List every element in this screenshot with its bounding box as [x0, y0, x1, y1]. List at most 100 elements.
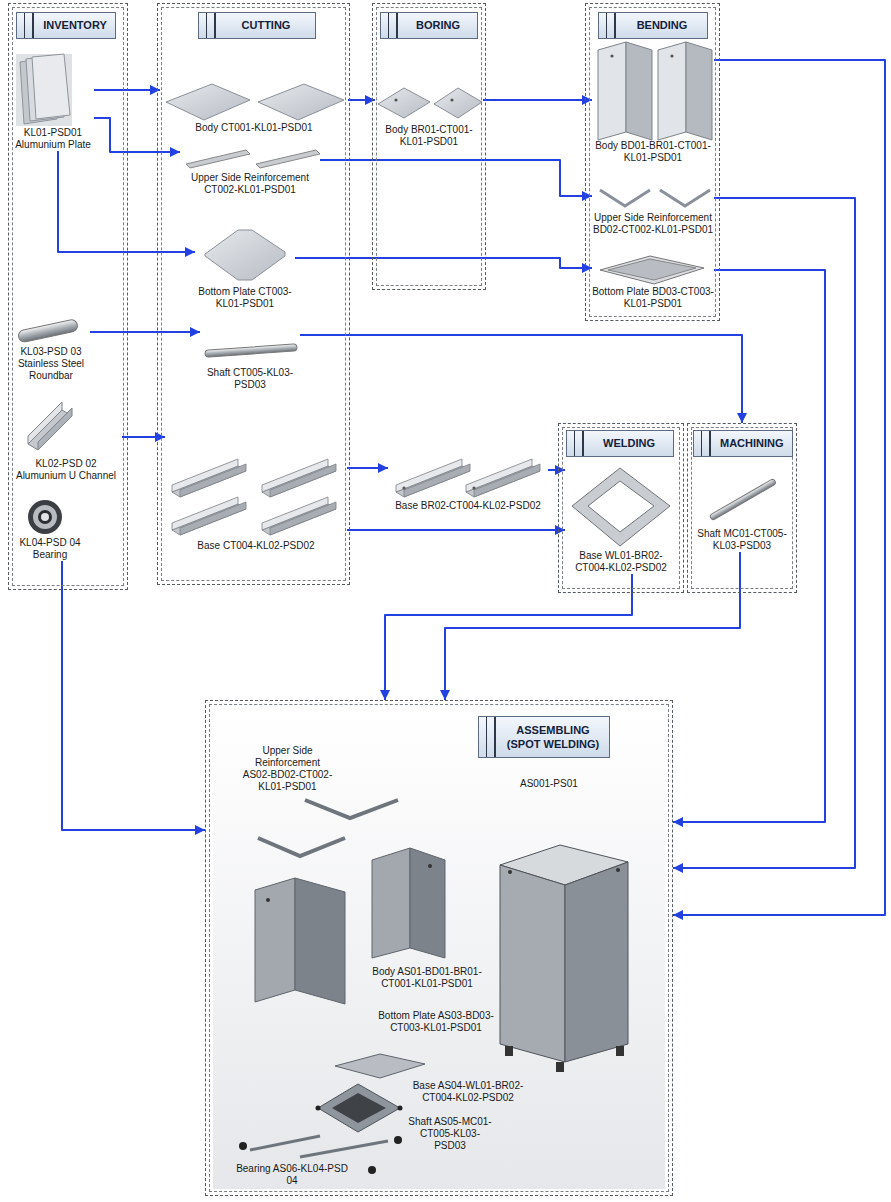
- bent-reinforcement-shape: [660, 190, 710, 206]
- bent-body-shape: [598, 42, 626, 140]
- bent-reinforcement-shape: [600, 190, 650, 206]
- part-item: Shaft CT005-KL03-PSD03: [200, 325, 300, 391]
- part-item: Body CT001-KL01-PSD01: [160, 80, 348, 134]
- part-code: Bottom Plate BD03-CT003-KL01-PSD01: [592, 286, 714, 310]
- exploded-assembly-shape: [428, 864, 432, 868]
- flow-arrow: [94, 89, 160, 91]
- assembled-cabinet-shape: [556, 1062, 564, 1072]
- flow-arrow: [320, 160, 592, 196]
- bearing-photo-shape: [33, 505, 57, 529]
- bearing-photo-shape: [28, 500, 62, 534]
- process-stage: BORINGBody BR01-CT001-KL01-PSD01: [372, 3, 486, 290]
- bent-body-shape: [610, 54, 613, 57]
- part-code: Shaft MC01-CT005-KL03-PSD03: [694, 528, 790, 552]
- round-bar-shape: [17, 319, 78, 343]
- exploded-assembly-shape: [332, 1093, 386, 1123]
- bent-body-shape: [658, 42, 686, 140]
- part-code: KL02-PSD 02 Alumunium U Channel: [10, 458, 122, 482]
- assembled-cabinet-shape: [508, 870, 512, 874]
- part-code: Upper Side Reinforcement CT002-KL01-PSD0…: [180, 172, 320, 196]
- aluminium-plate-stack-shape: [16, 54, 72, 126]
- part-code: Body BD01-BR01-CT001-KL01-PSD01: [592, 140, 714, 164]
- assembled-cabinet-shape: [505, 1046, 513, 1056]
- exploded-assembly-shape: [318, 1084, 400, 1132]
- flow-arrow: [483, 99, 592, 101]
- bearing-photo-shape: [38, 510, 52, 524]
- part-code: KL01-PSD01 Alumunium Plate: [12, 127, 94, 151]
- flow-arrow: [62, 561, 205, 830]
- exploded-assembly-shape: [305, 800, 398, 818]
- bearing-photo: [28, 500, 62, 534]
- body-blank: [166, 84, 344, 120]
- process-stage: INVENTORYKL01-PSD01 Alumunium PlateKL03-…: [8, 3, 128, 590]
- exploded-assembly-shape: [316, 1106, 321, 1111]
- bored-body-shape: [434, 88, 482, 118]
- part-item: Bearing AS06-KL04-PSD 04: [232, 1163, 352, 1187]
- bottom-plate-blank: [205, 230, 285, 280]
- part-item: Bottom Plate AS03-BD03-CT003-KL01-PSD01: [372, 1010, 500, 1034]
- part-code: Body AS01-BD01-BR01-CT001-KL01-PSD01: [368, 966, 486, 990]
- flow-arrow: [122, 436, 165, 438]
- exploded-assembly-shape: [398, 1106, 403, 1111]
- part-code: Upper Side Reinforcement BD02-CT002-KL01…: [592, 212, 714, 236]
- reinforcement-blank: [186, 150, 320, 168]
- machined-shaft-shape: [709, 478, 776, 520]
- assembled-cabinet: [500, 845, 628, 1072]
- part-item: Shaft MC01-CT005-KL03-PSD03: [694, 470, 790, 552]
- assembly-ground: [213, 708, 665, 1189]
- bored-base-shape: [472, 486, 475, 489]
- part-item: Body AS01-BD01-BR01-CT001-KL01-PSD01: [368, 966, 486, 990]
- part-code: Body BR01-CT001-KL01-PSD01: [375, 124, 483, 148]
- part-code: Base CT004-KL02-PSD02: [165, 540, 347, 552]
- flow-arrow: [673, 60, 885, 915]
- assembled-cabinet-shape: [565, 862, 628, 1062]
- bored-base: [396, 459, 540, 497]
- part-item: Bottom Plate BD03-CT003-KL01-PSD01: [592, 252, 714, 310]
- bearing-photo-shape: [41, 513, 49, 521]
- machined-shaft: [709, 478, 776, 520]
- part-item: KL03-PSD 03 Stainless Steel Roundbar: [12, 316, 90, 382]
- part-code: Bottom Plate CT003-KL01-PSD01: [195, 286, 295, 310]
- part-code: Base BR02-CT004-KL02-PSD02: [388, 500, 548, 512]
- stage-header: MACHINING: [693, 430, 793, 457]
- bent-bottom-plate: [600, 256, 704, 284]
- u-channel-stock: [28, 402, 72, 450]
- bottom-plate-blank-shape: [205, 230, 285, 280]
- bored-base-shape: [466, 459, 540, 497]
- reinforcement-blank-shape: [186, 150, 250, 168]
- flow-arrow: [348, 99, 375, 101]
- part-item: Upper Side Reinforcement CT002-KL01-PSD0…: [180, 146, 320, 196]
- part-item: Upper Side Reinforcement AS02-BD02-CT002…: [240, 745, 335, 793]
- part-item: KL02-PSD 02 Alumunium U Channel: [10, 400, 122, 482]
- exploded-assembly-shape: [300, 1141, 388, 1157]
- part-code: Body CT001-KL01-PSD01: [160, 122, 348, 134]
- flow-arrow: [673, 198, 855, 868]
- aluminium-plate-stack: [16, 54, 72, 126]
- process-code: AS001-PS01: [520, 778, 578, 790]
- bent-body-shape: [686, 42, 712, 140]
- exploded-assembly-shape: [295, 878, 345, 1004]
- part-item: Base CT004-KL02-PSD02: [165, 430, 347, 552]
- stage-header: CUTTING: [198, 12, 316, 39]
- part-code: KL03-PSD 03 Stainless Steel Roundbar: [12, 346, 90, 382]
- base-channels-shape: [172, 497, 246, 535]
- stage-header: ASSEMBLING (SPOT WELDING): [478, 716, 610, 758]
- base-channels-shape: [262, 497, 336, 535]
- exploded-assembly-shape: [239, 1142, 247, 1150]
- flow-arrow: [300, 335, 742, 423]
- part-item: KL01-PSD01 Alumunium Plate: [12, 54, 94, 151]
- part-code: Base WL01-BR02-CT004-KL02-PSD02: [565, 550, 677, 574]
- flow-arrow: [295, 258, 592, 268]
- part-item: Base WL01-BR02-CT004-KL02-PSD02: [565, 462, 677, 574]
- part-code: Bearing AS06-KL04-PSD 04: [232, 1163, 352, 1187]
- shaft-blank-shape: [205, 344, 297, 357]
- base-channels: [172, 459, 336, 535]
- welded-base: [572, 468, 670, 546]
- flow-arrow: [94, 118, 180, 152]
- bored-body-shape: [450, 98, 453, 101]
- process-stage: WELDINGBase WL01-BR02-CT004-KL02-PSD02: [558, 423, 684, 593]
- exploded-assembly-shape: [250, 1136, 320, 1150]
- process-stage: CUTTING Body CT001-KL01-PSD01Upper Side R…: [157, 3, 350, 585]
- flow-arrow: [347, 529, 565, 531]
